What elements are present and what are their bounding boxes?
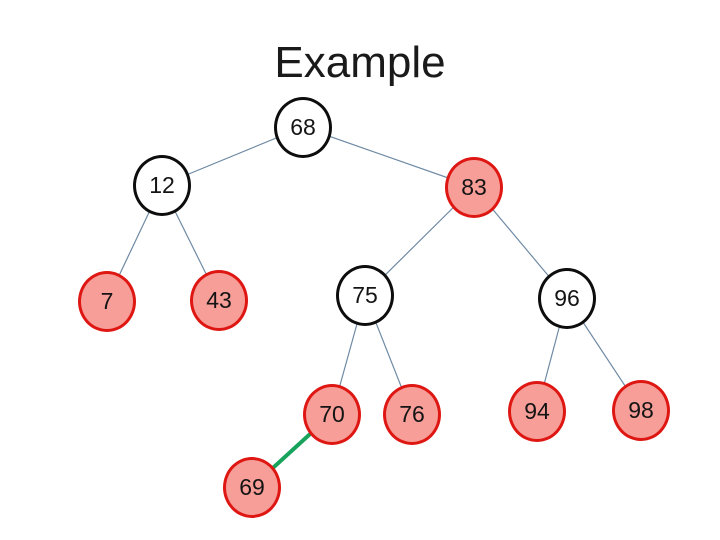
tree-node-12: 12 (133, 154, 191, 216)
tree-node-68: 68 (274, 96, 332, 158)
node-label: 7 (100, 287, 114, 314)
node-label: 96 (554, 284, 580, 311)
tree-node-76: 76 (383, 383, 441, 445)
node-label: 69 (239, 473, 265, 500)
node-label: 98 (628, 396, 654, 423)
node-label: 83 (461, 173, 487, 200)
node-label: 68 (290, 113, 316, 140)
tree-node-69: 69 (223, 456, 281, 518)
node-label: 94 (524, 397, 550, 424)
tree-node-75: 75 (336, 264, 394, 326)
tree-node-70: 70 (303, 383, 361, 445)
tree-node-7: 7 (78, 270, 136, 332)
tree-node-83: 83 (445, 156, 503, 218)
tree-node-43: 43 (190, 269, 248, 331)
node-label: 76 (399, 400, 425, 427)
node-label: 75 (352, 281, 378, 308)
tree-node-98: 98 (612, 379, 670, 441)
node-label: 70 (319, 400, 345, 427)
tree-node-94: 94 (508, 380, 566, 442)
tree-node-96: 96 (538, 267, 596, 329)
node-label: 12 (149, 171, 175, 198)
node-label: 43 (206, 286, 232, 313)
slide-title: Example (274, 38, 446, 87)
